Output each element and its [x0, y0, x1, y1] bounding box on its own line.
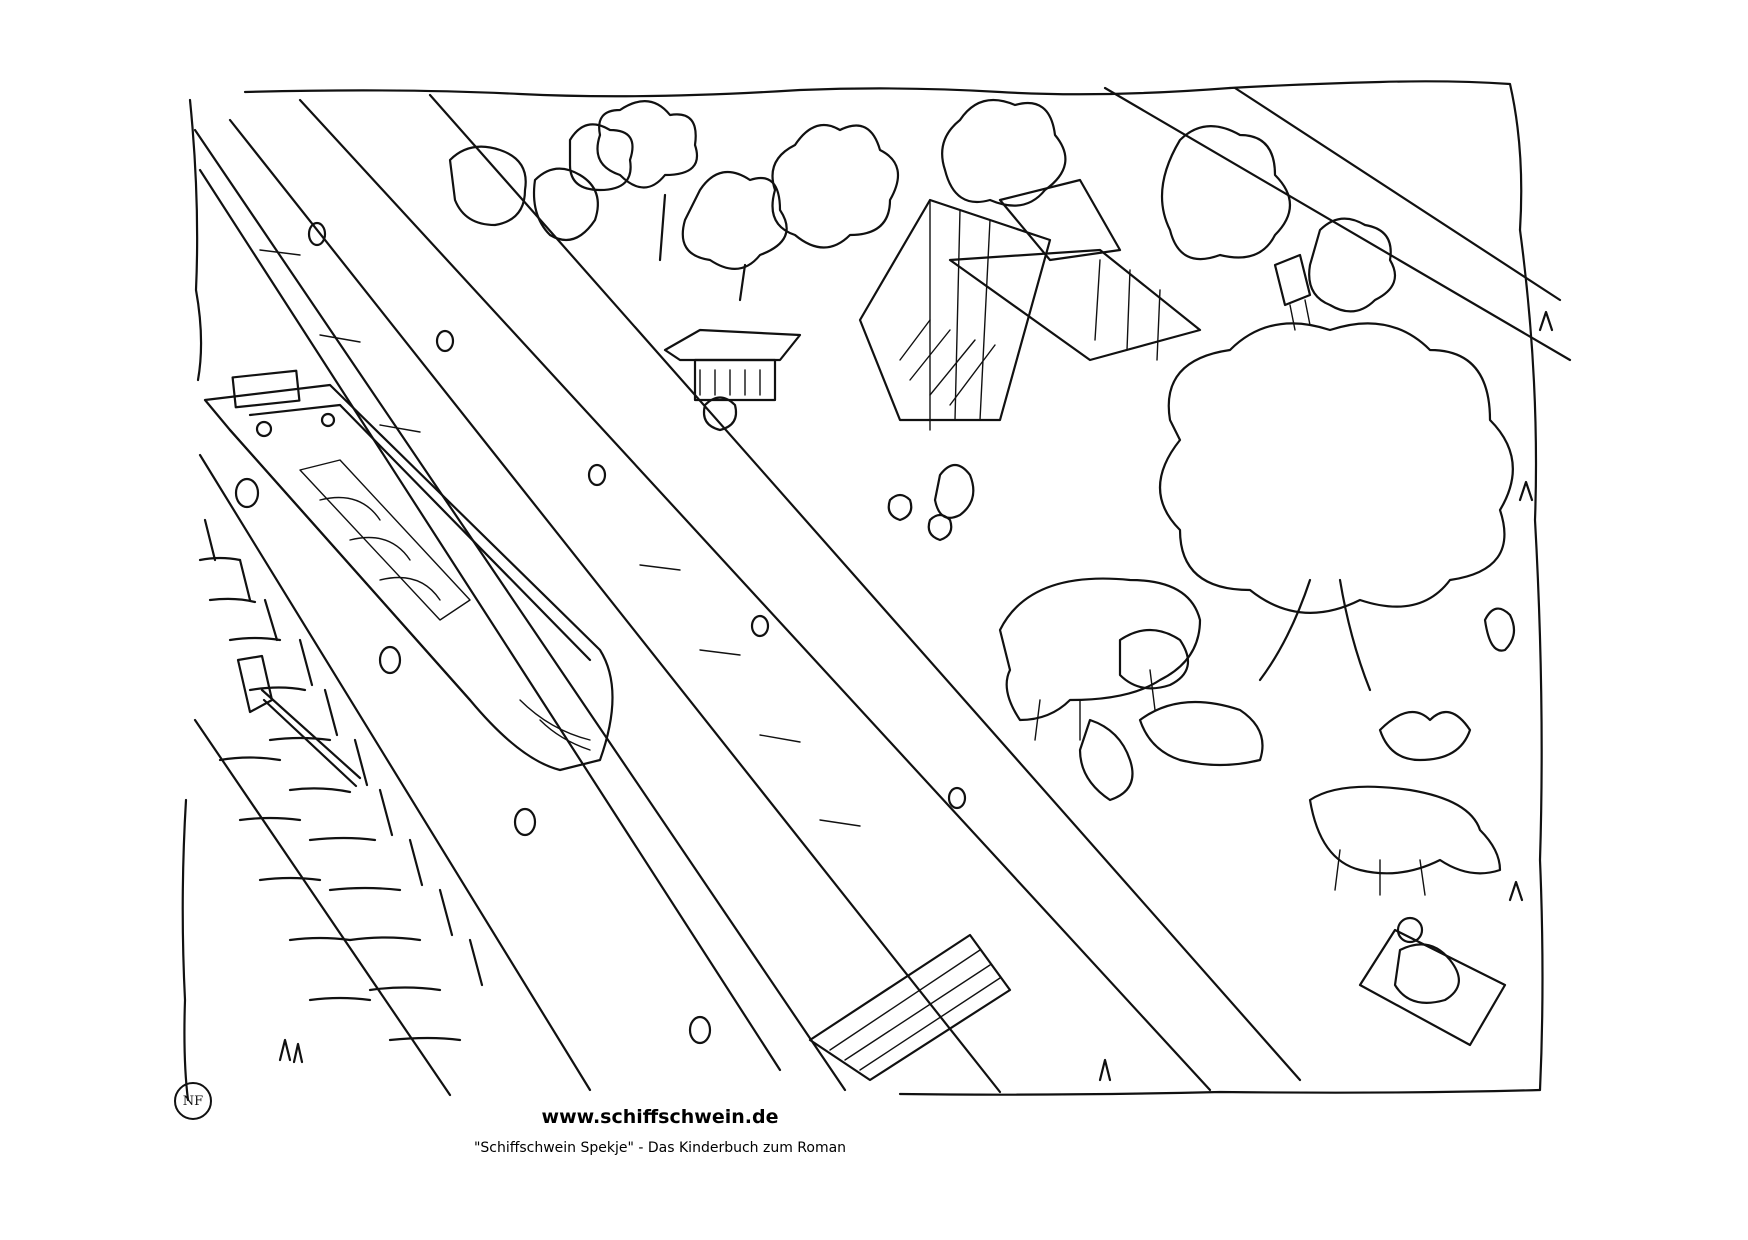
trees [568, 98, 1514, 692]
bollards [234, 221, 967, 1045]
street-sign [236, 654, 362, 788]
animals [448, 145, 1516, 896]
book-subtitle: "Schiffschwein Spekje" - Das Kinderbuch … [473, 1140, 847, 1156]
park-bench [1273, 253, 1312, 331]
website-url: www.schiffschwein.de [541, 1106, 779, 1128]
page-frame [181, 80, 1544, 1102]
person-on-towel [1358, 916, 1507, 1047]
cobblestones [198, 518, 484, 1042]
canal-and-quays [193, 86, 1572, 1097]
artist-signature: NF [174, 1082, 212, 1120]
grass-tufts [278, 310, 1554, 1082]
chicken-coop [663, 328, 802, 402]
rowing-boat [808, 933, 1012, 1082]
farm-houses [858, 178, 1202, 431]
cargo-ship [203, 369, 614, 772]
